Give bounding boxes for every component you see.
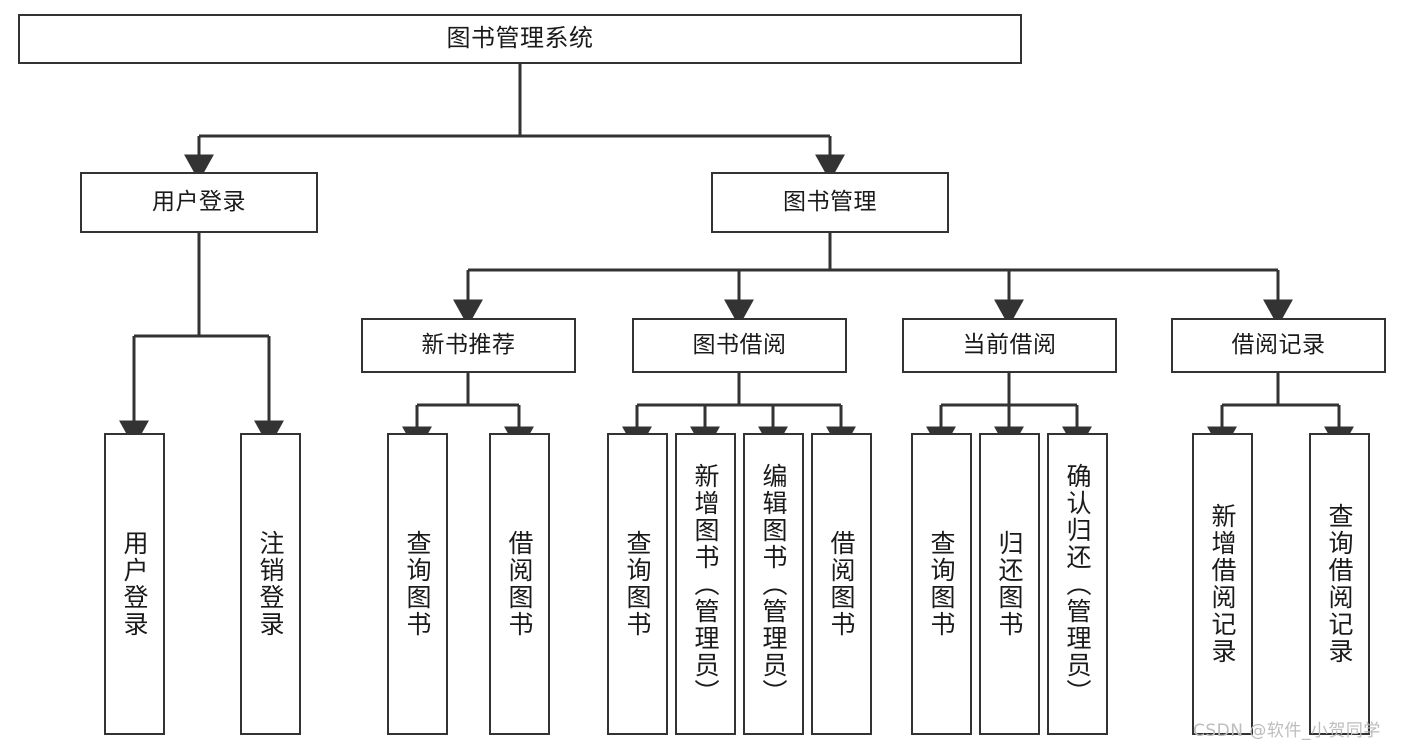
node-current-borrow[interactable]: 当前借阅	[902, 318, 1117, 373]
leaf-book-borrow-add-book-admin[interactable]: 新增图书（管理员）	[675, 433, 736, 735]
node-label: 用户登录	[120, 530, 149, 638]
node-label: 用户登录	[152, 189, 246, 216]
node-label: 新书推荐	[421, 332, 516, 359]
node-label: 图书管理	[783, 189, 877, 216]
leaf-user-login-logout[interactable]: 注销登录	[240, 433, 301, 735]
leaf-borrow-record-query-record[interactable]: 查询借阅记录	[1309, 433, 1370, 735]
node-label: 借阅图书	[505, 530, 534, 638]
leaf-user-login-login[interactable]: 用户登录	[104, 433, 165, 735]
node-label: 新增借阅记录	[1208, 503, 1237, 665]
node-user-login[interactable]: 用户登录	[80, 172, 318, 233]
node-label: 新增图书（管理员）	[691, 462, 720, 706]
leaf-new-book-borrow-book[interactable]: 借阅图书	[489, 433, 550, 735]
node-label: 借阅记录	[1231, 332, 1326, 359]
leaf-borrow-record-add-record[interactable]: 新增借阅记录	[1192, 433, 1253, 735]
leaf-new-book-query-book[interactable]: 查询图书	[387, 433, 448, 735]
node-label: 借阅图书	[827, 530, 856, 638]
leaf-current-borrow-return-book[interactable]: 归还图书	[979, 433, 1040, 735]
node-root-book-management-system[interactable]: 图书管理系统	[18, 14, 1022, 64]
leaf-current-borrow-confirm-return-admin[interactable]: 确认归还（管理员）	[1047, 433, 1108, 735]
node-label: 图书管理系统	[446, 24, 594, 53]
node-label: 编辑图书（管理员）	[759, 462, 788, 706]
node-label: 图书借阅	[692, 332, 787, 359]
leaf-book-borrow-query-book[interactable]: 查询图书	[607, 433, 668, 735]
node-label: 归还图书	[995, 530, 1024, 638]
node-new-book-recommend[interactable]: 新书推荐	[361, 318, 576, 373]
node-label: 查询图书	[623, 530, 652, 638]
leaf-book-borrow-edit-book-admin[interactable]: 编辑图书（管理员）	[743, 433, 804, 735]
node-book-borrow[interactable]: 图书借阅	[632, 318, 847, 373]
node-label: 查询图书	[927, 530, 956, 638]
node-label: 当前借阅	[962, 332, 1057, 359]
leaf-current-borrow-query-book[interactable]: 查询图书	[911, 433, 972, 735]
node-book-management[interactable]: 图书管理	[711, 172, 949, 233]
csdn-watermark: CSDN @软件_小贺同学	[1193, 721, 1381, 741]
node-label: 注销登录	[256, 530, 285, 638]
node-borrow-record[interactable]: 借阅记录	[1171, 318, 1386, 373]
node-label: 确认归还（管理员）	[1063, 462, 1092, 706]
node-label: 查询借阅记录	[1325, 503, 1354, 665]
leaf-book-borrow-borrow-book[interactable]: 借阅图书	[811, 433, 872, 735]
node-label: 查询图书	[403, 530, 432, 638]
